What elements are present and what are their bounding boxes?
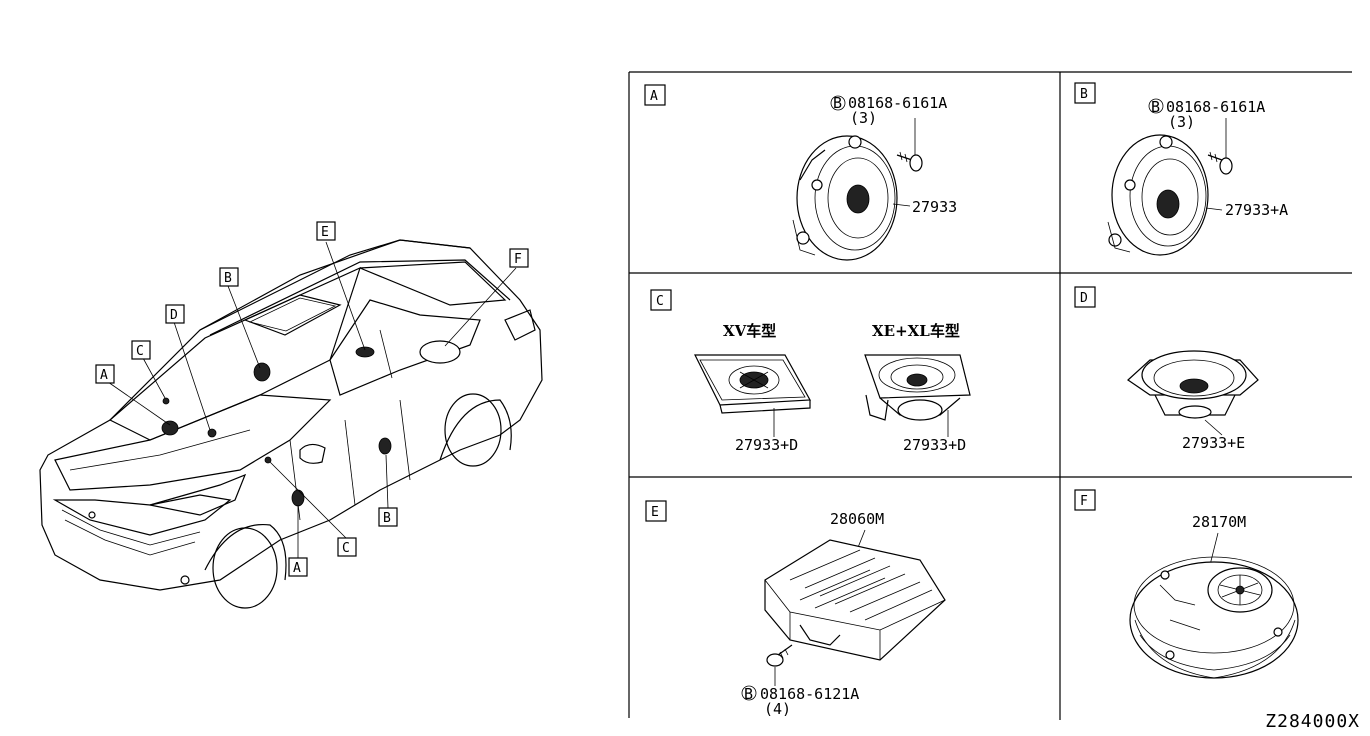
callout-box-f — [509, 248, 529, 268]
fastener-symbol-e: B — [744, 685, 753, 703]
panel-f-key: F — [1080, 494, 1088, 509]
panel-c-key: C — [656, 294, 664, 309]
panel-f: F 28170M — [1074, 489, 1299, 679]
panel-e-key: E — [651, 505, 659, 520]
center-tweeter-marker — [207, 428, 217, 438]
callout-label-c-lower: C — [342, 541, 350, 556]
screw-drawing-b — [1207, 151, 1233, 175]
callout-label-e: E — [321, 225, 329, 240]
panel-b-key-box — [1074, 82, 1096, 104]
callout-box-e — [316, 221, 336, 241]
screw-drawing — [896, 151, 923, 172]
rear-door-speaker-marker — [378, 437, 392, 455]
pillar-tweeter-marker — [264, 456, 272, 464]
callout-box-a — [95, 364, 115, 384]
callout-box-d — [165, 304, 185, 324]
part-number-b: 27933+A — [1225, 201, 1288, 219]
callout-label-f: F — [514, 252, 522, 267]
panel-c-key-box — [650, 289, 672, 311]
panel-d-key-box — [1074, 286, 1096, 308]
callout-label-a: A — [100, 368, 108, 383]
callout-box-b — [219, 267, 239, 287]
tweeter-xe-xl-drawing — [864, 354, 971, 421]
callout-box-a-lower — [288, 557, 308, 577]
vehicle-callouts: A C D B E F A B C — [95, 221, 529, 577]
rear-door-speaker-drawing — [1107, 134, 1209, 256]
callout-label-b: B — [224, 271, 232, 286]
panel-c: C XV车型 XE+XL车型 27933+D 27933+D — [650, 289, 971, 454]
fastener-symbol-circle-b — [1148, 98, 1164, 114]
dash-speaker-drawing — [1127, 350, 1259, 419]
panel-e-key-box — [645, 500, 667, 522]
panel-a: A B 08168-6161A (3) 27933 — [644, 84, 957, 261]
part-number-a: 27933 — [912, 198, 957, 216]
front-speaker-marker — [161, 420, 179, 436]
fastener-symbol-b: B — [1151, 98, 1160, 116]
amplifier-drawing — [764, 539, 946, 661]
front-door-speaker-drawing — [792, 135, 898, 261]
panel-a-key: A — [650, 89, 658, 104]
panel-b: B B 08168-6161A (3) 27933+A — [1074, 82, 1288, 256]
fastener-symbol-a: B — [833, 94, 842, 112]
subwoofer-drawing — [1129, 556, 1299, 679]
callout-box-c-lower — [337, 537, 357, 557]
fastener-qty-b: (3) — [1168, 113, 1195, 131]
panel-a-key-box — [644, 84, 666, 106]
fastener-symbol-circle-a — [830, 95, 846, 111]
part-number-c-xv: 27933+D — [735, 436, 798, 454]
variant-label-xe-xl: XE+XL车型 — [872, 322, 960, 340]
vehicle-illustration — [39, 239, 543, 609]
callout-label-c: C — [136, 344, 144, 359]
panel-e: E 28060M B 08168-6121A (4) — [645, 500, 946, 718]
amplifier-screw-drawing — [766, 644, 793, 667]
rear-speaker-marker — [253, 362, 271, 382]
callout-box-b-lower — [378, 507, 398, 527]
panel-f-key-box — [1074, 489, 1096, 511]
dash-tweeter-marker — [162, 397, 170, 405]
diagram-code: Z284000X — [1265, 711, 1360, 732]
fastener-number-a: 08168-6161A — [848, 94, 947, 112]
fastener-number-b: 08168-6161A — [1166, 98, 1265, 116]
part-number-d: 27933+E — [1182, 434, 1245, 452]
amplifier-marker — [355, 346, 375, 358]
part-number-c-xe-xl: 27933+D — [903, 436, 966, 454]
panel-d: D 27933+E — [1074, 286, 1259, 452]
front-door-speaker-marker — [291, 489, 305, 507]
callout-box-c — [131, 340, 151, 360]
tweeter-xv-drawing — [694, 354, 811, 414]
callout-label-b-lower: B — [383, 511, 391, 526]
subwoofer-marker — [419, 340, 461, 364]
fastener-symbol-circle-e — [741, 685, 757, 701]
panel-d-key: D — [1080, 291, 1088, 306]
variant-label-xv: XV车型 — [723, 322, 776, 340]
fastener-qty-a: (3) — [850, 109, 877, 127]
panel-grid — [628, 71, 1352, 720]
panel-b-key: B — [1080, 87, 1088, 102]
part-number-f: 28170M — [1192, 513, 1246, 531]
callout-label-a-lower: A — [293, 561, 301, 576]
part-number-e: 28060M — [830, 510, 884, 528]
fastener-qty-e: (4) — [764, 700, 791, 718]
fastener-number-e: 08168-6121A — [760, 685, 859, 703]
callout-label-d: D — [170, 308, 178, 323]
